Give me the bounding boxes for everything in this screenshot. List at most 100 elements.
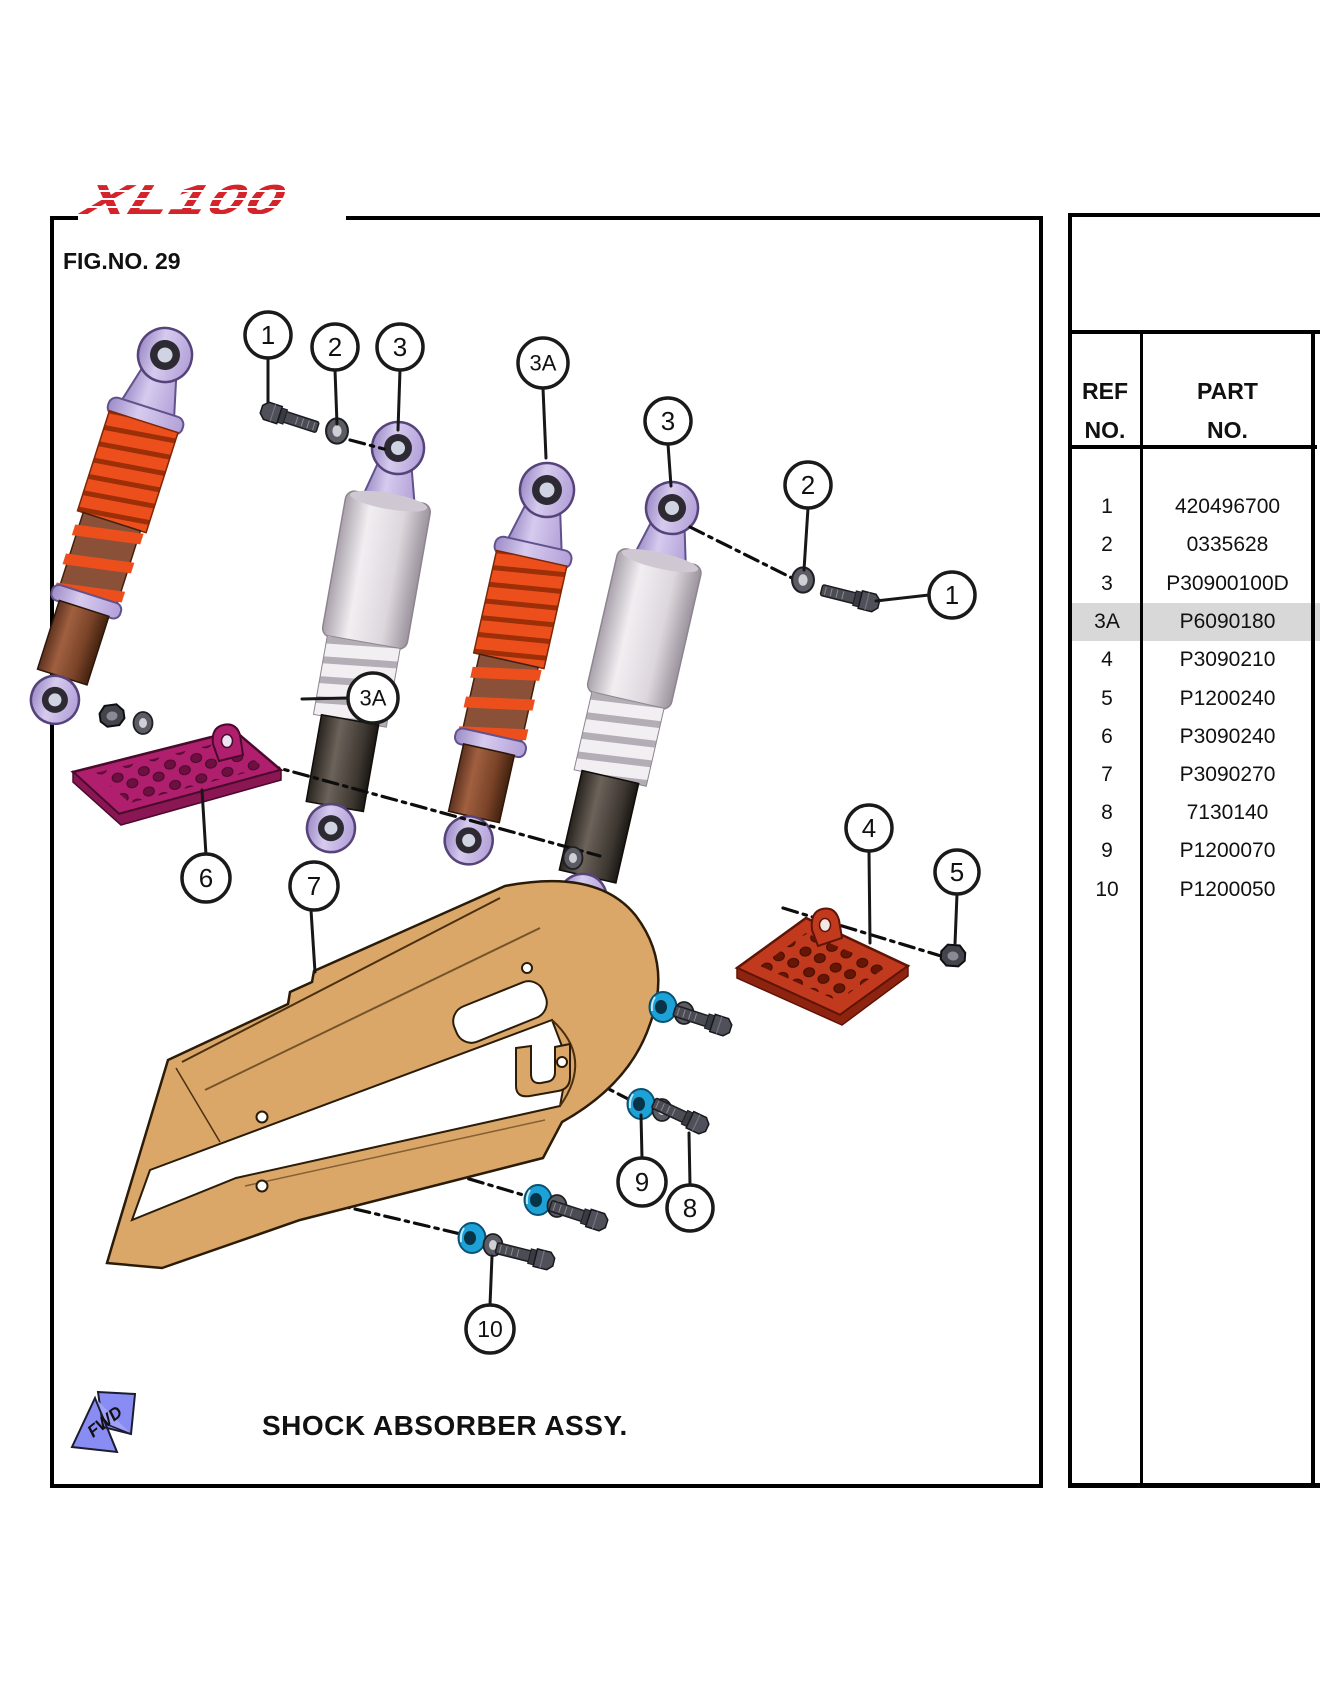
- ref-no: 3A: [1094, 610, 1120, 633]
- callout-8[interactable]: 8: [665, 1131, 715, 1233]
- bolt-upper-right: [818, 580, 882, 614]
- shock-absorber-orange-left: [29, 326, 194, 726]
- part-no: P1200070: [1179, 839, 1276, 862]
- callout-9[interactable]: 9: [616, 1113, 668, 1208]
- table-row[interactable]: 4 P3090210: [1072, 646, 1313, 674]
- callout-2[interactable]: 2: [310, 322, 360, 426]
- svg-text:3A: 3A: [360, 686, 387, 711]
- table-header-ref: REF NO.: [1068, 372, 1142, 450]
- callout-3-right[interactable]: 3: [643, 396, 693, 488]
- callout-10[interactable]: 10: [464, 1254, 516, 1355]
- callout-5[interactable]: 5: [933, 848, 981, 946]
- washer-shock-mount: [562, 846, 584, 870]
- figure-title: SHOCK ABSORBER ASSY.: [262, 1410, 628, 1441]
- guard-hole: [521, 962, 533, 974]
- svg-text:4: 4: [862, 813, 876, 843]
- chain-guard: [105, 879, 660, 1270]
- part-no: P1200240: [1179, 687, 1276, 710]
- callout-7[interactable]: 7: [288, 860, 340, 974]
- logo-speed-stripes: [78, 176, 346, 220]
- callout-2-right[interactable]: 2: [783, 460, 833, 572]
- figure-frame: [50, 216, 1043, 1488]
- table-divider-ref-part: [1140, 333, 1143, 1485]
- guard-fastener-set-3: [523, 1184, 611, 1234]
- shock-absorber-white-left: [305, 420, 431, 854]
- ref-no: 7: [1101, 763, 1113, 786]
- ref-header-line2: NO.: [1084, 417, 1126, 443]
- table-border-part-right: [1311, 333, 1315, 1485]
- svg-text:3: 3: [661, 406, 675, 436]
- nut-right-footrest: [939, 943, 967, 968]
- fwd-direction-arrow: FWD: [70, 1390, 137, 1454]
- svg-text:1: 1: [261, 320, 275, 350]
- callout-3A-top[interactable]: 3A: [516, 336, 570, 460]
- table-border-top: [1068, 213, 1320, 217]
- table-row[interactable]: 3 P30900100D: [1072, 570, 1313, 598]
- table-row[interactable]: 6 P3090240: [1072, 723, 1313, 751]
- brand-logo: XL100: [78, 172, 346, 223]
- table-row[interactable]: 5 P1200240: [1072, 685, 1313, 713]
- table-header-part: PART NO.: [1142, 372, 1313, 450]
- part-no: 0335628: [1186, 533, 1269, 556]
- callouts: 1 2 3 3A 3: [180, 310, 981, 1355]
- callout-1-right[interactable]: 1: [874, 570, 977, 620]
- guard-hole: [255, 1110, 269, 1124]
- svg-text:6: 6: [199, 863, 213, 893]
- part-no: 420496700: [1174, 495, 1281, 518]
- callout-3[interactable]: 3: [375, 322, 425, 432]
- svg-text:7: 7: [307, 871, 321, 901]
- svg-text:8: 8: [683, 1193, 697, 1223]
- table-border-bottom: [1068, 1483, 1320, 1488]
- part-no: P1200050: [1179, 878, 1276, 901]
- footrest-left: [70, 723, 284, 826]
- table-border-left: [1068, 213, 1072, 1488]
- svg-text:3: 3: [393, 332, 407, 362]
- washer-upper-right: [791, 566, 815, 594]
- figure-number: FIG.NO. 29: [63, 248, 181, 274]
- ref-header-line1: REF: [1082, 378, 1128, 404]
- ref-no: 5: [1101, 687, 1113, 710]
- svg-text:2: 2: [801, 470, 815, 500]
- guard-hole: [255, 1179, 269, 1193]
- table-row[interactable]: 10 P1200050: [1072, 876, 1313, 904]
- part-header-line2: NO.: [1207, 417, 1248, 443]
- guard-hole: [556, 1056, 568, 1068]
- part-no: P30900100D: [1166, 572, 1289, 595]
- callout-3A-mid[interactable]: 3A: [300, 671, 400, 725]
- table-row[interactable]: 7 P3090270: [1072, 761, 1313, 789]
- footrest-right: [734, 907, 911, 1026]
- part-no: 7130140: [1186, 801, 1269, 824]
- part-no: P3090270: [1179, 763, 1276, 786]
- svg-text:5: 5: [950, 857, 964, 887]
- callout-6[interactable]: 6: [180, 788, 232, 904]
- ref-no: 3: [1101, 572, 1113, 595]
- table-line-header-top: [1068, 330, 1320, 334]
- svg-text:3A: 3A: [530, 351, 557, 376]
- ref-no: 4: [1101, 648, 1113, 671]
- callout-1[interactable]: 1: [243, 310, 293, 404]
- svg-text:9: 9: [635, 1167, 649, 1197]
- guard-fastener-set-1: [648, 991, 735, 1039]
- callout-4[interactable]: 4: [844, 803, 894, 945]
- part-header-line1: PART: [1197, 378, 1258, 404]
- washer-left-footrest: [132, 711, 154, 735]
- svg-text:2: 2: [328, 332, 342, 362]
- guard-fastener-set-4: [457, 1222, 557, 1272]
- ref-no: 8: [1101, 801, 1113, 824]
- table-row[interactable]: 8 7130140: [1072, 799, 1313, 827]
- part-no: P3090240: [1179, 725, 1276, 748]
- ref-no: 10: [1095, 878, 1119, 901]
- svg-text:10: 10: [477, 1316, 503, 1342]
- shock-absorber-white-right: [557, 480, 702, 924]
- ref-no: 6: [1101, 725, 1113, 748]
- nut-left-footrest: [97, 702, 127, 729]
- shock-absorber-orange-right: [443, 461, 576, 866]
- part-no: P3090210: [1179, 648, 1276, 671]
- highlighted-row-band: [1070, 603, 1320, 641]
- svg-text:1: 1: [945, 580, 959, 610]
